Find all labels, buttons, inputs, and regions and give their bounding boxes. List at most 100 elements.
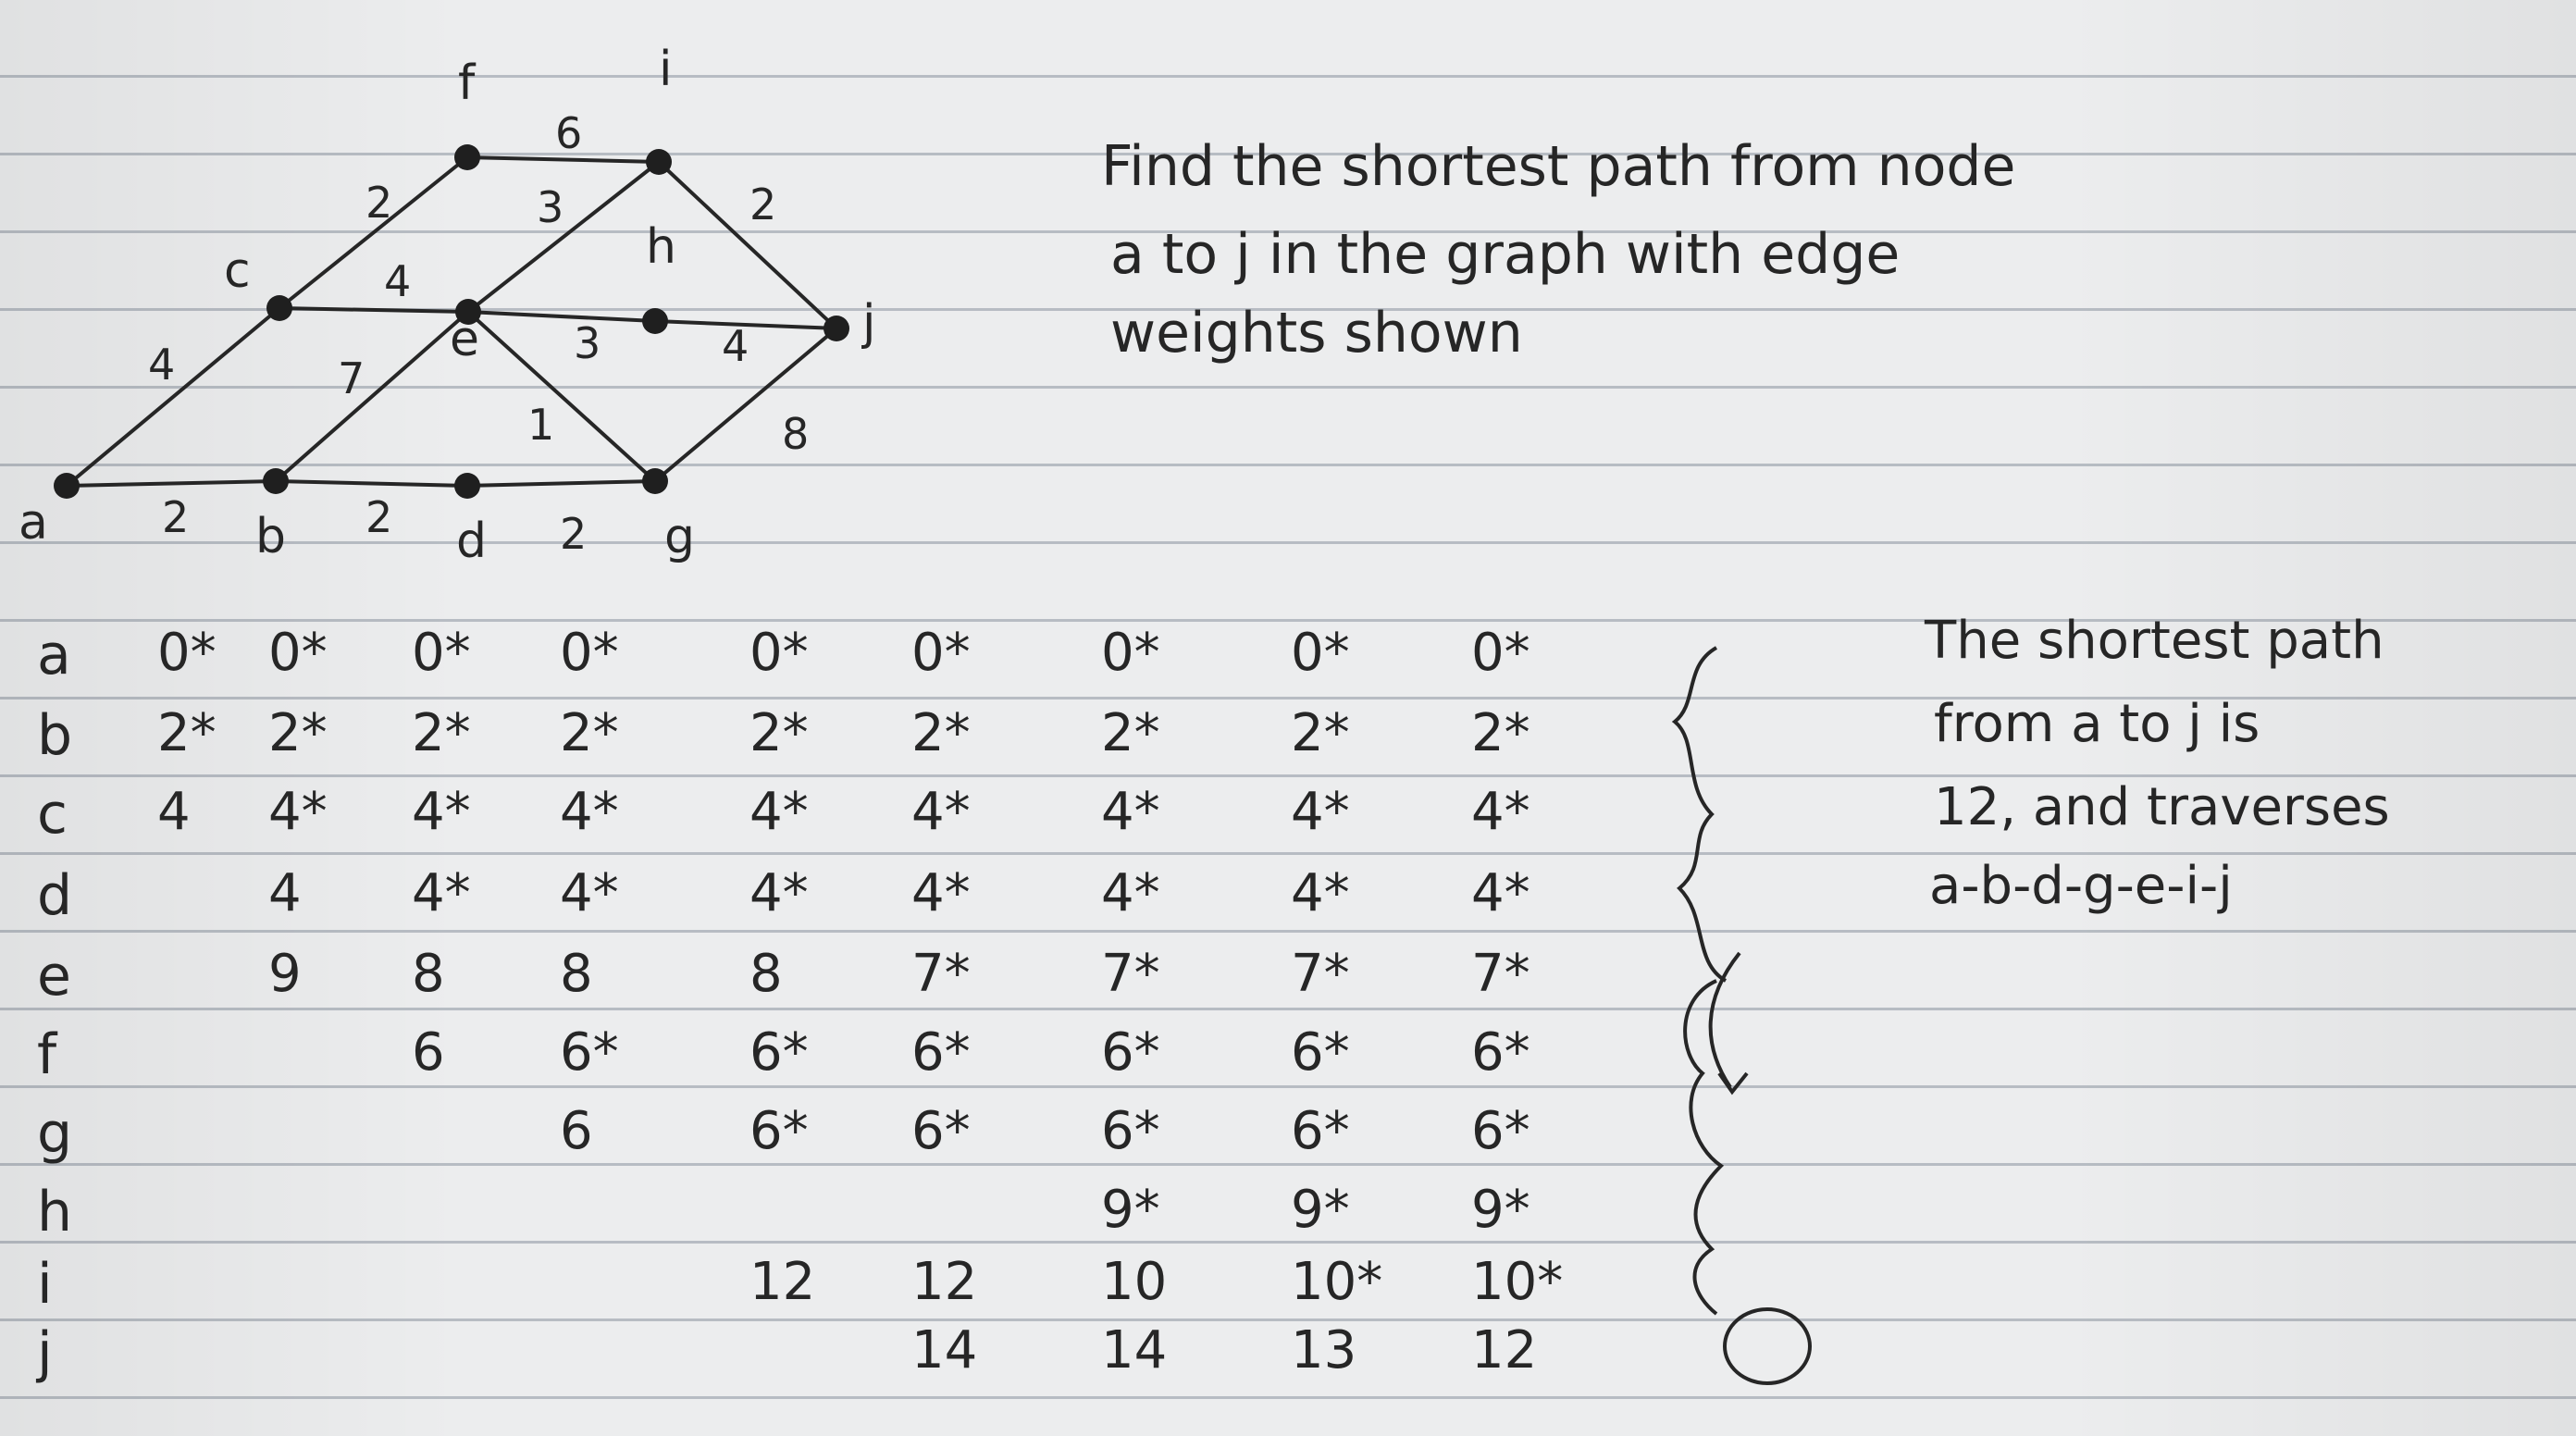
- table-cell: 10*: [1471, 1252, 1564, 1312]
- edge-b-e: [274, 310, 470, 483]
- node-label-e: e: [450, 312, 479, 367]
- node-i: [646, 149, 672, 175]
- node-h: [642, 308, 668, 334]
- node-label-j: j: [862, 295, 876, 351]
- table-cell: 4*: [1291, 782, 1350, 842]
- table-cell: 2*: [749, 703, 809, 763]
- edge-a-b: [65, 479, 278, 488]
- table-cell: 6*: [1291, 1101, 1350, 1161]
- conclusion-line-3: 12, and traverses: [1934, 777, 2390, 837]
- node-f: [454, 144, 480, 170]
- table-cell: 4*: [560, 782, 619, 842]
- table-cell: 2*: [157, 703, 217, 763]
- table-cell: 4*: [1101, 782, 1160, 842]
- table-cell: 2*: [911, 703, 971, 763]
- node-label-i: i: [659, 42, 673, 97]
- edge-weight-i-j: 2: [749, 180, 777, 229]
- edge-b-d: [274, 479, 469, 488]
- table-cell: 8: [412, 944, 445, 1004]
- table-cell: 2*: [1471, 703, 1530, 763]
- arrow-curve: [1708, 951, 1741, 1089]
- table-cell: 6*: [1101, 1101, 1160, 1161]
- table-cell: 2*: [268, 703, 328, 763]
- table-cell: 6*: [911, 1022, 971, 1083]
- node-b: [263, 468, 289, 494]
- row-label-g: g: [37, 1101, 73, 1166]
- table-cell: 7*: [1101, 944, 1160, 1004]
- table-cell: 14: [911, 1320, 978, 1380]
- table-cell: 9*: [1101, 1180, 1160, 1240]
- table-cell: 6*: [1101, 1022, 1160, 1083]
- table-cell: 0*: [911, 623, 971, 683]
- node-label-a: a: [19, 495, 48, 551]
- edge-weight-h-j: 4: [722, 321, 749, 371]
- table-cell: 13: [1291, 1320, 1357, 1380]
- table-cell: 10: [1101, 1252, 1168, 1312]
- table-cell: 6*: [749, 1101, 809, 1161]
- node-a: [54, 473, 80, 499]
- edge-h-j: [653, 319, 838, 330]
- table-cell: 6*: [749, 1022, 809, 1083]
- edge-weight-e-g: 1: [527, 400, 555, 450]
- table-cell: 14: [1101, 1320, 1168, 1380]
- table-cell: 0*: [749, 623, 809, 683]
- table-cell: 4*: [560, 863, 619, 923]
- table-cell: 6*: [1471, 1101, 1530, 1161]
- edge-g-j: [653, 327, 838, 483]
- table-cell: 7*: [1291, 944, 1350, 1004]
- table-cell: 4*: [268, 782, 328, 842]
- table-cell: 0*: [268, 623, 328, 683]
- table-cell: 2*: [1291, 703, 1350, 763]
- table-cell: 8: [560, 944, 593, 1004]
- edge-weight-f-i: 6: [555, 108, 583, 158]
- edge-e-g: [466, 310, 657, 483]
- edge-weight-b-d: 2: [365, 492, 393, 542]
- edge-c-e: [278, 306, 470, 314]
- node-d: [454, 473, 480, 499]
- edge-weight-e-i: 3: [537, 182, 564, 232]
- problem-line-3: weights shown: [1110, 301, 1523, 365]
- edge-e-h: [466, 310, 657, 323]
- table-cell: 9*: [1291, 1180, 1350, 1240]
- edge-a-c: [65, 306, 281, 488]
- edge-e-i: [466, 160, 661, 314]
- table-cell: 12: [749, 1252, 816, 1312]
- table-cell: 2*: [412, 703, 471, 763]
- curly-bracket-lower: [1683, 979, 1725, 1316]
- row-label-b: b: [37, 703, 73, 768]
- table-cell: 2*: [560, 703, 619, 763]
- table-cell: 6*: [911, 1101, 971, 1161]
- table-cell: 12: [1471, 1320, 1538, 1380]
- row-label-a: a: [37, 623, 71, 687]
- edge-weight-e-h: 3: [574, 318, 601, 368]
- table-cell: 0*: [1291, 623, 1350, 683]
- row-label-f: f: [37, 1022, 57, 1087]
- row-label-e: e: [37, 944, 71, 1009]
- node-label-h: h: [646, 219, 676, 275]
- table-cell: 4*: [911, 782, 971, 842]
- curly-bracket: [1671, 646, 1728, 983]
- table-cell: 0*: [157, 623, 217, 683]
- conclusion-line-1: The shortest path: [1925, 611, 2384, 671]
- table-cell: 4*: [749, 782, 809, 842]
- edge-weight-c-f: 2: [365, 178, 393, 228]
- problem-line-1: Find the shortest path from node: [1101, 134, 2016, 199]
- answer-circle: [1723, 1307, 1812, 1385]
- table-cell: 0*: [1101, 623, 1160, 683]
- edge-weight-c-e: 4: [384, 256, 412, 306]
- edge-weight-a-c: 4: [148, 340, 176, 390]
- table-cell: 2*: [1101, 703, 1160, 763]
- edge-i-j: [657, 160, 838, 330]
- table-cell: 8: [749, 944, 783, 1004]
- row-label-i: i: [37, 1252, 53, 1317]
- row-label-d: d: [37, 863, 73, 928]
- edge-f-i: [465, 155, 661, 164]
- conclusion-line-4: a-b-d-g-e-i-j: [1929, 856, 2233, 916]
- table-cell: 0*: [412, 623, 471, 683]
- table-cell: 4*: [1101, 863, 1160, 923]
- node-c: [266, 295, 292, 321]
- table-cell: 10*: [1291, 1252, 1383, 1312]
- table-cell: 12: [911, 1252, 978, 1312]
